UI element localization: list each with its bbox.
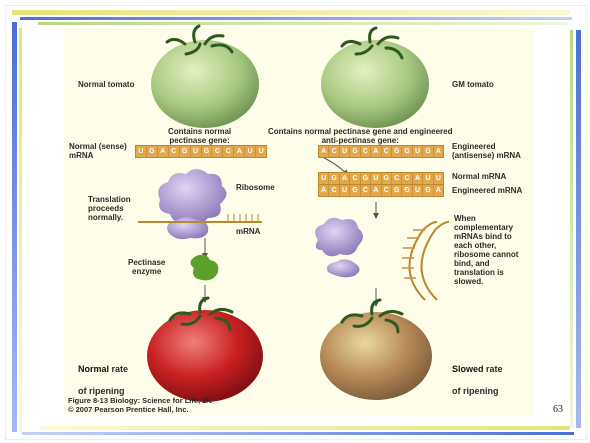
nucleotide-base: C: [223, 146, 234, 157]
engineered-antisense-label: Engineered (antisense) mRNA: [452, 142, 521, 160]
nucleotide-base: C: [169, 146, 180, 157]
nucleotide-base: A: [319, 146, 329, 157]
nucleotide-base: U: [413, 185, 423, 196]
contains-normal-label: Contains normal pectinase gene:: [168, 127, 231, 145]
nucleotide-base: U: [256, 146, 266, 157]
mrna-label: mRNA: [236, 227, 260, 236]
nucleotide-base: U: [434, 173, 443, 184]
complementary-label: When complementary mRNAs bind to each ot…: [454, 214, 518, 286]
nucleotide-base: A: [234, 146, 245, 157]
nucleotide-base: U: [245, 146, 256, 157]
nucleotide-base: G: [202, 146, 213, 157]
ribosome-left: [158, 169, 226, 239]
nucleotide-base: U: [136, 146, 147, 157]
double-stranded-mrna: [402, 222, 449, 300]
normal-sense-mrna-label: Normal (sense) mRNA: [69, 142, 127, 160]
nucleotide-base: G: [147, 146, 158, 157]
nucleotide-base: U: [340, 185, 350, 196]
nucleotide-base: A: [434, 146, 443, 157]
normal-mrna-label: Normal mRNA: [452, 172, 506, 181]
nucleotide-base: G: [382, 173, 392, 184]
nucleotide-base: A: [158, 146, 169, 157]
normal-rate-bold: Normal: [78, 364, 109, 374]
engineered-mrna-label: Engineered mRNA: [452, 186, 522, 195]
nucleotide-base: U: [413, 146, 423, 157]
nucleotide-base: G: [392, 146, 402, 157]
nucleotide-base: G: [423, 185, 433, 196]
nucleotide-base: C: [361, 185, 371, 196]
nucleotide-base: G: [350, 146, 360, 157]
red-tomato-image: [147, 298, 263, 402]
normal-rate-line2: of ripening: [78, 386, 125, 396]
nucleotide-base: G: [423, 146, 433, 157]
nucleotide-base: A: [434, 185, 443, 196]
gm-tomato-label: GM tomato: [452, 80, 494, 89]
normal-tomato-image: [151, 26, 259, 128]
normal-tomato-label: Normal tomato: [78, 80, 134, 89]
nucleotide-base: U: [191, 146, 202, 157]
nucleotide-base: G: [361, 173, 371, 184]
normal-rate-rest: rate: [109, 364, 128, 374]
slowed-rate-bold: Slowed: [452, 364, 484, 374]
nucleotide-base: A: [319, 185, 329, 196]
pectinase-enzyme-shape: [190, 255, 218, 281]
nucleotide-base: A: [371, 146, 381, 157]
slowed-rate-rest: rate: [484, 364, 503, 374]
ribosome-label: Ribosome: [236, 183, 275, 192]
gm-tomato-image: [321, 28, 429, 128]
nucleotide-base: C: [382, 185, 392, 196]
nucleotide-base: G: [350, 185, 360, 196]
nucleotide-base: U: [423, 173, 433, 184]
translation-label: Translation proceeds normally.: [88, 195, 131, 222]
slowed-rate-label: Slowed rate of ripening: [452, 353, 503, 397]
nucleotide-base: C: [329, 146, 339, 157]
nucleotide-base: C: [402, 173, 412, 184]
nucleotide-base: A: [371, 185, 381, 196]
nucleotide-base: G: [329, 173, 339, 184]
page-number: 63: [553, 404, 563, 415]
nucleotide-base: G: [180, 146, 191, 157]
nucleotide-base: G: [392, 185, 402, 196]
nucleotide-base: A: [340, 173, 350, 184]
figure-caption: Figure 8-13 Biology: Science for Life, 2…: [68, 396, 213, 414]
normal-rate-label: Normal rate of ripening: [78, 353, 128, 397]
nucleotide-base: G: [402, 185, 412, 196]
nucleotide-base: A: [413, 173, 423, 184]
ribosome-right: [315, 218, 363, 278]
slowed-rate-line2: of ripening: [452, 386, 499, 396]
nucleotide-base: C: [361, 146, 371, 157]
nucleotide-base: U: [340, 146, 350, 157]
pectinase-enzyme-label: Pectinase enzyme: [128, 258, 165, 276]
nucleotide-base: C: [392, 173, 402, 184]
nucleotide-base: C: [382, 146, 392, 157]
nucleotide-base: C: [350, 173, 360, 184]
slowed-tomato-image: [320, 300, 432, 400]
contains-engineered-label: Contains normal pectinase gene and engin…: [268, 127, 453, 145]
nucleotide-base: C: [212, 146, 223, 157]
nucleotide-base: G: [402, 146, 412, 157]
nucleotide-base: C: [329, 185, 339, 196]
nucleotide-base: U: [371, 173, 381, 184]
nucleotide-base: U: [319, 173, 329, 184]
